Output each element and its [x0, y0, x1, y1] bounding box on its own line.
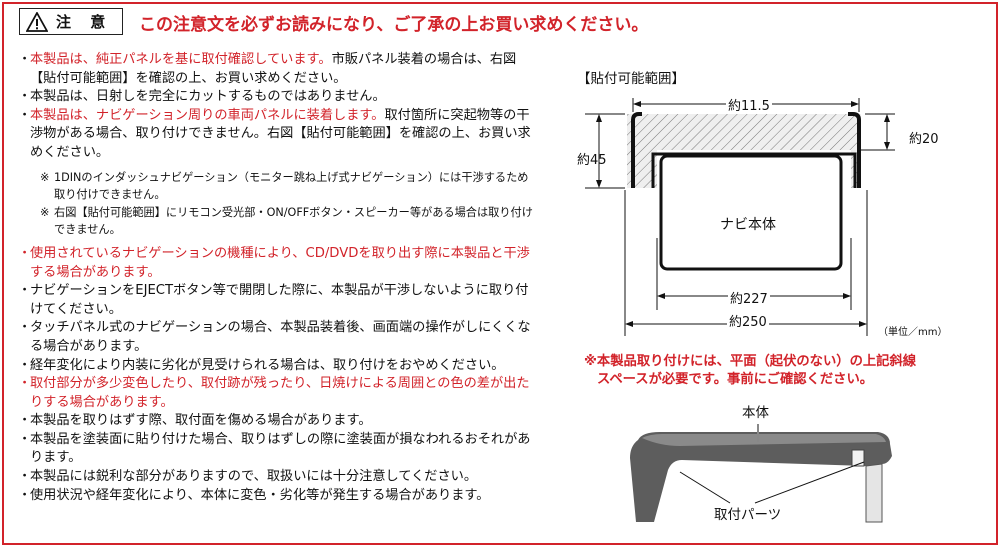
unit-label: （単位／mm） [878, 327, 948, 338]
note-text: タッチパネル式のナビゲーションの場合、本製品装着後、画面端の操作がしにくくなる場… [30, 320, 531, 354]
note-item: ・タッチパネル式のナビゲーションの場合、本製品装着後、画面端の操作がしにくくなる… [18, 320, 531, 354]
note-item: ・本製品を塗装面に貼り付けた場合、取りはずしの際に塗装面が損なわれるおそれがあり… [18, 431, 531, 466]
product-body [630, 432, 892, 522]
caution-box: 注 意 [19, 8, 123, 35]
mounting-range-diagram [585, 98, 895, 336]
sub-note-text: 右図【貼付可能範囲】にリモコン受光部・ON/OFFボタン・スピーカー等がある場合… [54, 205, 533, 237]
note-item: ・ナビゲーションをEJECTボタン等で開閉した際に、本製品が干渉しないように取り… [18, 283, 529, 317]
note-text: 取付箇所に突起物等の干渉物がある場合、取り付けできません。右図【貼付可能範囲】を… [30, 107, 531, 160]
note-text: 使用されているナビゲーションの機種により、CD/DVDを取り出す際に本製品と干渉… [30, 245, 530, 280]
note-item: ・本製品を取りはずす際、取付面を傷める場合があります。 [18, 413, 372, 429]
note-text: 本製品を塗装面に貼り付けた場合、取りはずしの際に塗装面が損なわれるおそれがありま… [30, 431, 531, 466]
dim-inner-label: 約227 [728, 288, 770, 307]
dim-left-label: 約45 [577, 153, 607, 168]
hatched-area [627, 114, 861, 188]
note-text: 本製品は、純正パネルを基に取付確認しています。 [30, 52, 332, 67]
caution-label: 注 意 [56, 13, 113, 31]
note-text: 本製品は、ナビゲーション周りの車両パネルに装着します。 [30, 107, 385, 123]
note-item: ・取付部分が多少変色したり、取付跡が残ったり、日焼けによる周囲との色の差が出たり… [18, 376, 530, 410]
note-item: ・本製品は、ナビゲーション周りの車両パネルに装着します。取付箇所に突起物等の干渉… [18, 107, 531, 160]
requirement-note: ※本製品取り付けには、平面（起伏のない）の上記斜線 スペースが必要です。事前にご… [584, 353, 916, 389]
product-illustration [630, 424, 892, 523]
range-title: 【貼付可能範囲】 [577, 71, 685, 87]
notes-list: ・本製品は、純正パネルを基に取付確認しています。市販パネル装着の場合は、右図【貼… [18, 51, 538, 505]
dim-right-label: 約20 [909, 132, 939, 147]
parts-label: 取付パーツ [714, 507, 782, 523]
note-text: 取付部分が多少変色したり、取付跡が残ったり、日焼けによる周囲との色の差が出たりす… [30, 376, 530, 410]
sub-note-text: 1DINのインダッシュナビゲーション（モニター跳ね上げ式ナビゲーション）には干渉… [54, 170, 529, 202]
note-text: 市販パネル装着の場合は、右図【貼付可能範囲】を確認の上、お買い求めください。 [30, 52, 517, 86]
note-item: ・使用されているナビゲーションの機種により、CD/DVDを取り出す際に本製品と干… [18, 245, 530, 280]
requirement-line: スペースが必要です。事前にご確認ください。 [597, 372, 874, 387]
note-text: 本製品には鋭利な部分がありますので、取扱いには十分注意してください。 [30, 469, 478, 485]
warning-triangle-icon [26, 11, 48, 32]
note-item: ・本製品には鋭利な部分がありますので、取扱いには十分注意してください。 [18, 469, 478, 485]
note-text: 経年変化により内装に劣化が見受けられる場合は、取り付けをおやめください。 [30, 357, 505, 373]
requirement-line: ※本製品取り付けには、平面（起伏のない）の上記斜線 [584, 354, 917, 369]
note-text: 本製品は、日射しを完全にカットするものではありません。 [30, 89, 386, 105]
note-item: ・使用状況や経年変化により、本体に変色・劣化等が発生する場合があります。 [18, 487, 490, 503]
dim-outer-label: 約250 [727, 311, 769, 330]
sub-note: ※右図【貼付可能範囲】にリモコン受光部・ON/OFFボタン・スピーカー等がある場… [40, 205, 533, 237]
navi-unit [659, 154, 843, 271]
note-text: 使用状況や経年変化により、本体に変色・劣化等が発生する場合があります。 [30, 487, 490, 503]
note-text: ナビゲーションをEJECTボタン等で開閉した際に、本製品が干渉しないように取り付… [30, 283, 529, 317]
body-label: 本体 [742, 405, 769, 421]
note-item: ・経年変化により内装に劣化が見受けられる場合は、取り付けをおやめください。 [18, 357, 505, 373]
headline: この注意文を必ずお読みになり、ご了承の上お買い求めください。 [139, 15, 649, 35]
outer-outline [631, 112, 861, 188]
note-item: ・本製品は、日射しを完全にカットするものではありません。 [18, 89, 386, 105]
sub-note: ※1DINのインダッシュナビゲーション（モニター跳ね上げ式ナビゲーション）には干… [40, 170, 529, 202]
inner-bracket [651, 152, 857, 188]
dim-top-label: 約11.5 [726, 95, 772, 114]
note-item: ・本製品は、純正パネルを基に取付確認しています。市販パネル装着の場合は、右図【貼… [18, 52, 517, 86]
navi-unit-label: ナビ本体 [720, 217, 776, 233]
note-text: 本製品を取りはずす際、取付面を傷める場合があります。 [30, 413, 372, 429]
